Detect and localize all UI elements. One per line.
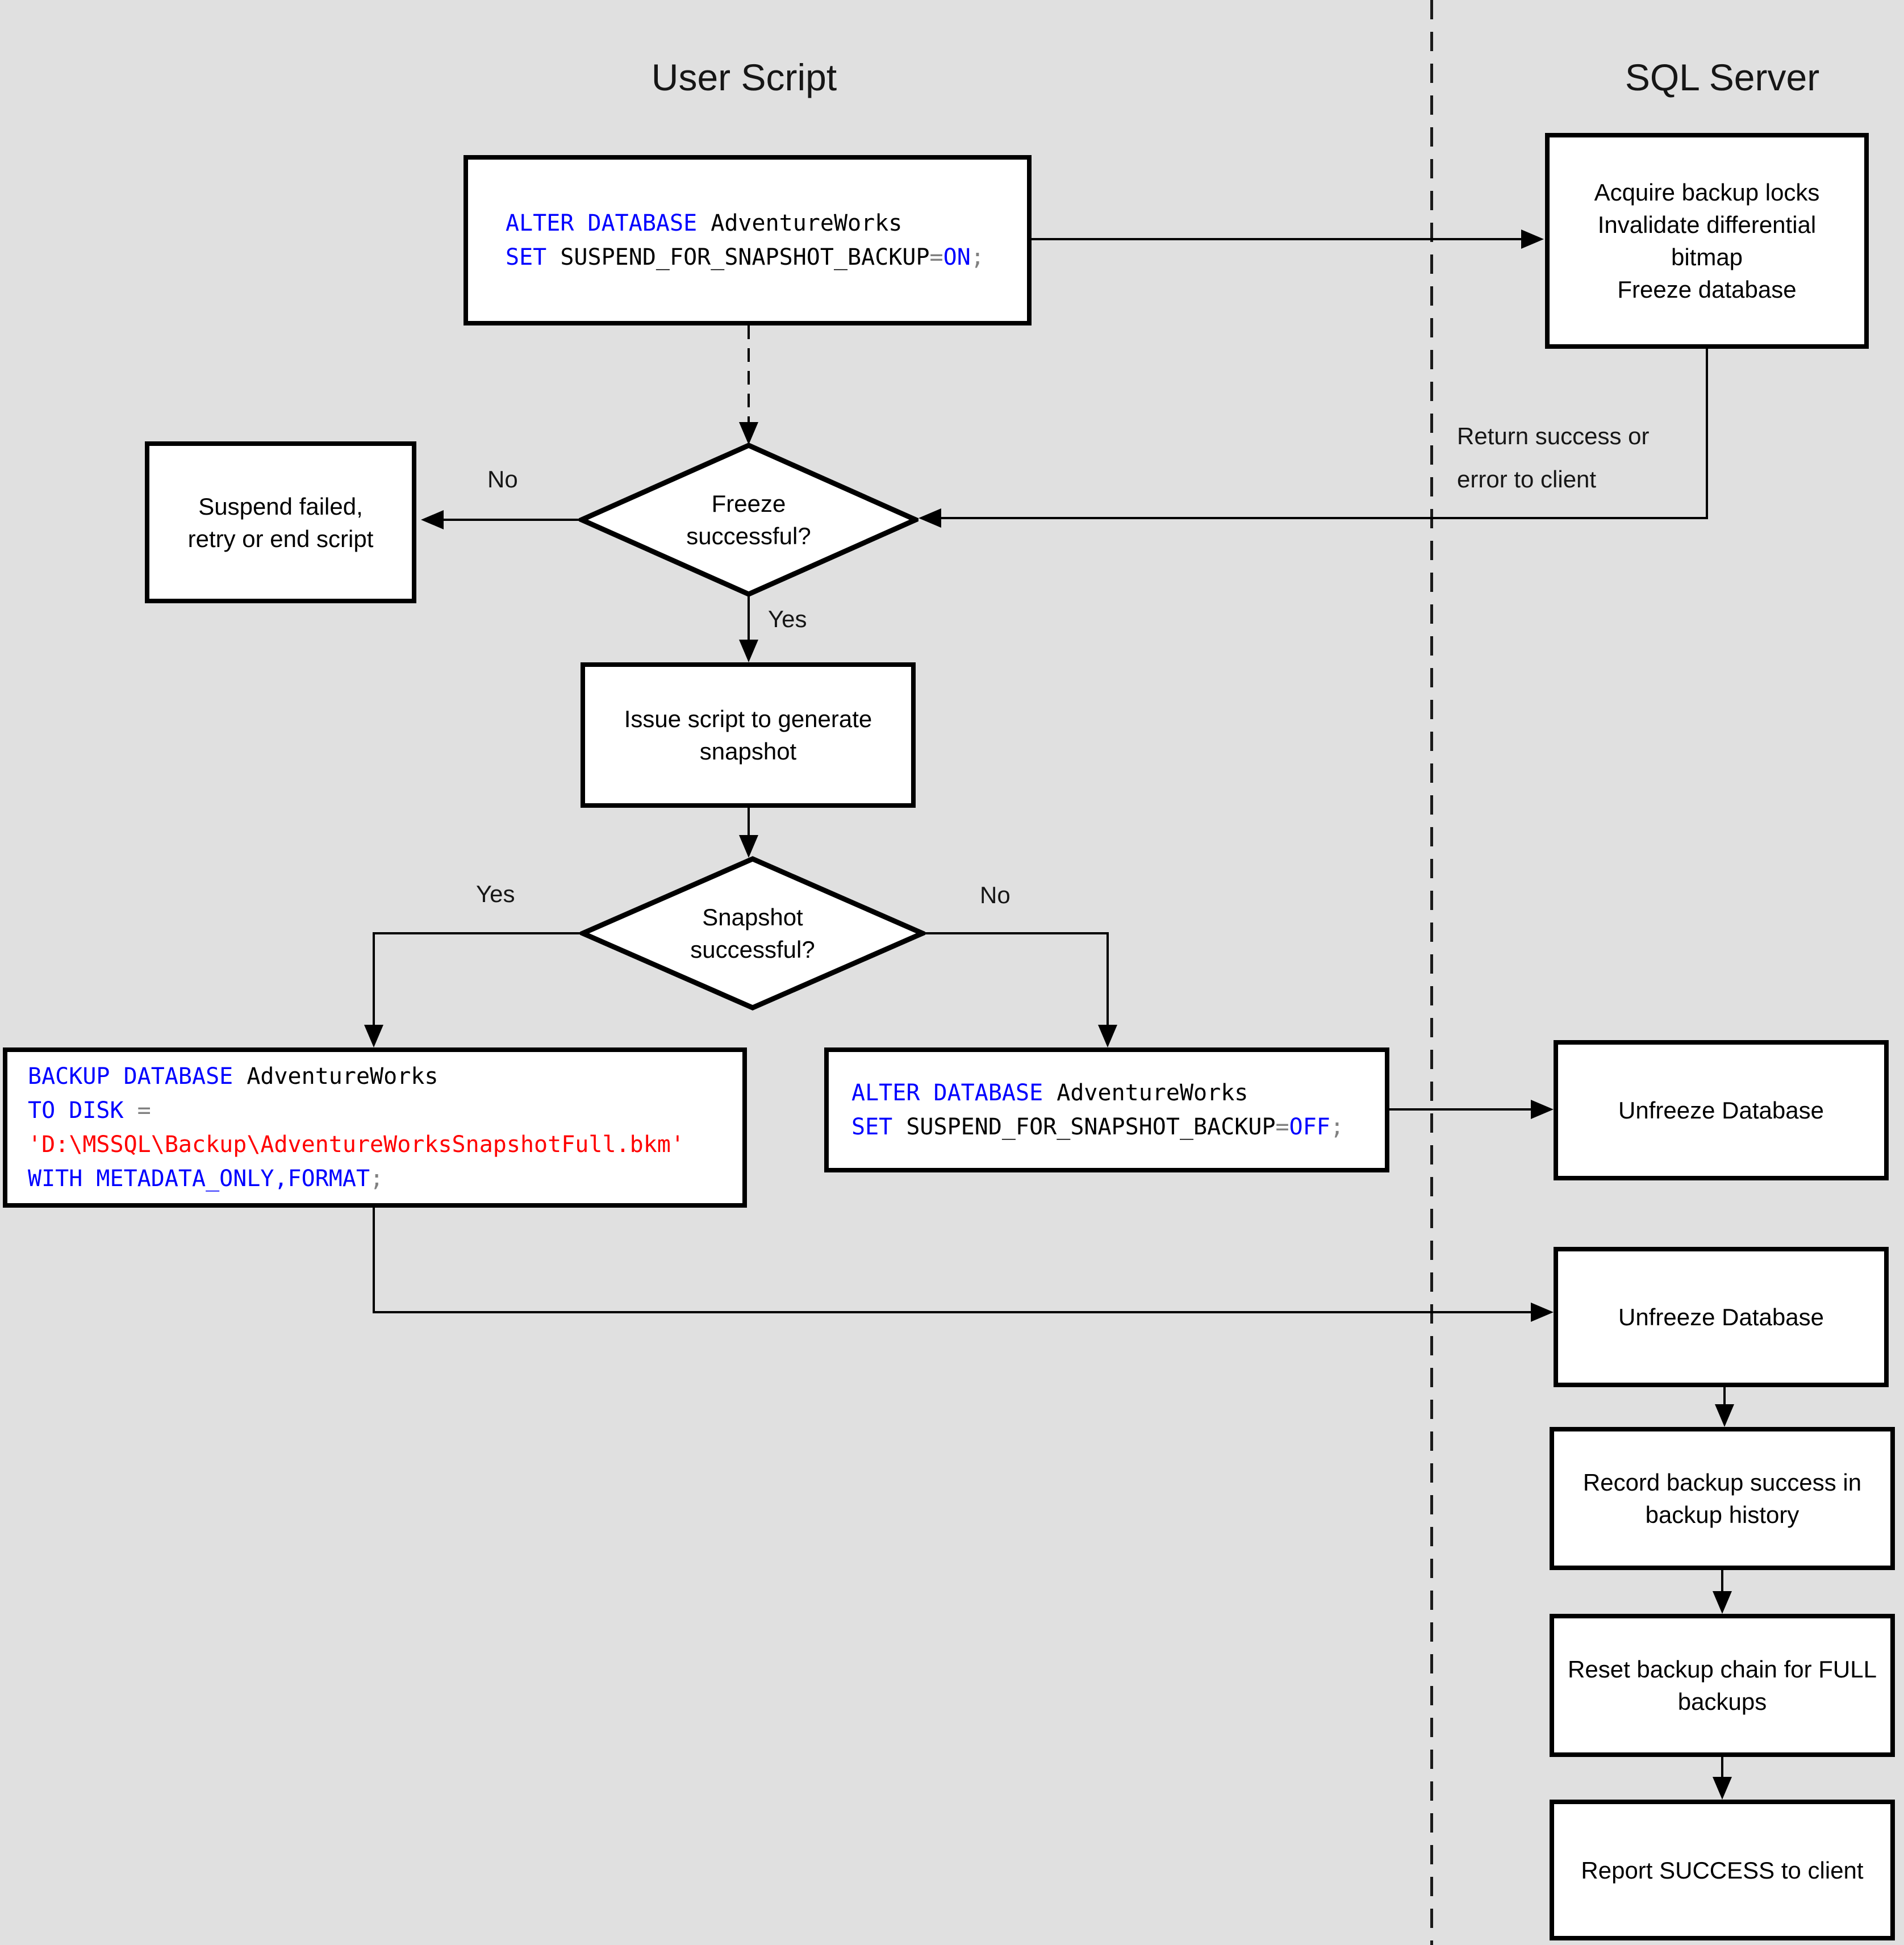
- node-text-line: Report SUCCESS to client: [1581, 1856, 1864, 1884]
- label-return-success: Return success or error to client: [1457, 423, 1650, 492]
- connector-freeze-no: [444, 519, 581, 521]
- lane-divider-dashed-line: [1430, 0, 1433, 1945]
- node-text-line: backups: [1677, 1688, 1767, 1715]
- node-text-line: Freeze database: [1617, 276, 1797, 303]
- connector-acquire-down: [1706, 349, 1708, 518]
- node-unfreeze-database-2: Unfreeze Database: [1554, 1247, 1889, 1387]
- node-text-line: Reset backup chain for FULL: [1568, 1656, 1877, 1683]
- node-report-success: Report SUCCESS to client: [1550, 1800, 1895, 1940]
- node-backup-database-metadata-only: BACKUP DATABASE AdventureWorks TO DISK = '…: [3, 1047, 747, 1208]
- node-text-line: Unfreeze Database: [1618, 1304, 1824, 1330]
- connector-snapshot-no-v: [1107, 932, 1109, 1025]
- node-suspend-failed: Suspend failed, retry or end script: [145, 441, 416, 603]
- arrowhead-into-unfreeze1: [1531, 1100, 1554, 1119]
- connector-backup-down: [373, 1208, 375, 1313]
- code-line: SET SUSPEND_FOR_SNAPSHOT_BACKUP=ON;: [506, 244, 984, 270]
- arrowhead-into-acquire: [1521, 229, 1544, 249]
- connector-unfreeze2-to-record: [1723, 1387, 1726, 1404]
- code-line: TO DISK =: [28, 1097, 151, 1124]
- code-line: BACKUP DATABASE AdventureWorks: [28, 1063, 439, 1090]
- code-line: 'D:\MSSQL\Backup\AdventureWorksSnapshotF…: [28, 1132, 684, 1158]
- node-reset-backup-chain: Reset backup chain for FULL backups: [1550, 1614, 1895, 1757]
- decision-freeze-successful: Freeze successful?: [579, 443, 918, 597]
- node-unfreeze-database-1: Unfreeze Database: [1554, 1040, 1889, 1180]
- node-text-line: Issue script to generate: [624, 706, 872, 732]
- arrowhead-into-backup: [364, 1025, 383, 1047]
- node-text-line: Suspend failed,: [198, 492, 363, 520]
- label-freeze-no: No: [487, 466, 518, 492]
- diamond-shape: [580, 856, 925, 1011]
- node-text-line: Unfreeze Database: [1618, 1097, 1824, 1124]
- arrowhead-into-issue: [739, 640, 758, 662]
- decision-text: Snapshot successful?: [690, 904, 815, 963]
- connector-return-to-freeze: [941, 517, 1708, 519]
- node-text-line: bitmap: [1671, 244, 1743, 270]
- connector-snapshot-no-h: [923, 932, 1109, 934]
- connector-alteron-to-acquire: [1032, 238, 1521, 240]
- node-text-line: Record backup success in: [1583, 1469, 1862, 1496]
- node-text-line: snapshot: [699, 738, 797, 765]
- arrowhead-into-freeze-top: [739, 422, 758, 445]
- diamond-shape: [579, 443, 918, 597]
- node-text-line: retry or end script: [187, 525, 374, 552]
- connector-alteron-dashed-down: [748, 325, 750, 422]
- node-acquire-backup-locks: Acquire backup locks Invalidate differen…: [1545, 133, 1869, 349]
- label-snapshot-yes: Yes: [476, 880, 515, 907]
- arrowhead-into-reset: [1713, 1591, 1732, 1614]
- connector-issue-to-snapshot: [748, 808, 750, 835]
- arrowhead-into-record: [1715, 1404, 1734, 1427]
- decision-snapshot-successful: Snapshot successful?: [580, 856, 925, 1011]
- connector-record-to-reset: [1721, 1570, 1723, 1591]
- arrowhead-into-suspend: [421, 510, 444, 529]
- node-text-line: backup history: [1645, 1501, 1799, 1528]
- lane-title-sql-server: SQL Server: [1625, 56, 1820, 98]
- node-issue-script: Issue script to generate snapshot: [581, 662, 916, 808]
- connector-alteroff-to-unfreeze1: [1389, 1108, 1531, 1111]
- connector-backup-to-unfreeze2: [373, 1311, 1531, 1313]
- node-record-backup-success: Record backup success in backup history: [1550, 1427, 1895, 1570]
- node-text-line: Acquire backup locks: [1594, 179, 1820, 206]
- label-snapshot-no: No: [980, 882, 1011, 908]
- lane-title-user-script: User Script: [651, 56, 837, 98]
- connector-freeze-yes: [748, 595, 750, 640]
- arrowhead-into-freeze-diamond: [918, 508, 941, 528]
- connector-snapshot-yes-h: [374, 932, 582, 934]
- code-line: WITH METADATA_ONLY,FORMAT;: [28, 1166, 384, 1192]
- label-freeze-yes: Yes: [768, 606, 807, 632]
- node-text-line: Invalidate differential: [1597, 211, 1817, 238]
- arrowhead-into-report: [1713, 1777, 1732, 1800]
- connector-snapshot-yes-v: [373, 932, 375, 1025]
- arrowhead-into-unfreeze2: [1531, 1303, 1554, 1322]
- code-line: ALTER DATABASE AdventureWorks: [506, 210, 903, 236]
- code-line: SET SUSPEND_FOR_SNAPSHOT_BACKUP=OFF;: [851, 1114, 1344, 1140]
- code-line: ALTER DATABASE AdventureWorks: [851, 1080, 1249, 1106]
- arrowhead-into-snapshot-diamond: [739, 835, 758, 858]
- decision-text: Freeze successful?: [686, 490, 811, 549]
- connector-reset-to-report: [1721, 1757, 1723, 1777]
- arrowhead-into-alteroff: [1098, 1025, 1117, 1047]
